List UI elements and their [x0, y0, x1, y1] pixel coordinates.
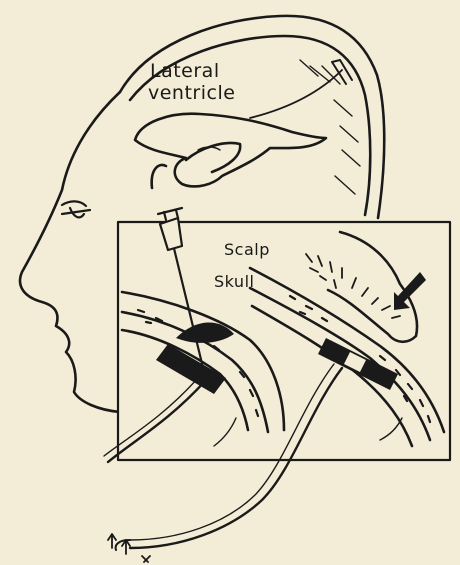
label-ventricle: ventricle: [148, 82, 235, 104]
ventricle-leader-line: [250, 70, 342, 118]
lateral-ventricle: [135, 114, 326, 187]
label-lateral: Lateral: [150, 60, 220, 82]
label-scalp: Scalp: [224, 240, 270, 259]
label-skull: Skull: [214, 272, 254, 291]
eye: [62, 201, 90, 217]
ear: [152, 165, 166, 188]
head-profile: [20, 92, 120, 412]
needle-cap: [158, 208, 182, 220]
